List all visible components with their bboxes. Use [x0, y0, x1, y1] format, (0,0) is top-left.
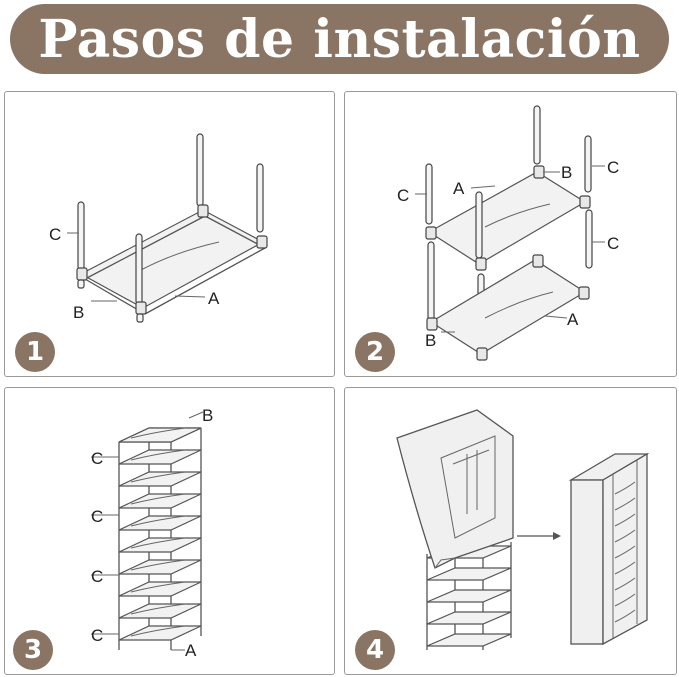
label-a: A [208, 289, 220, 308]
pole-top [533, 105, 541, 165]
label-c-right: C [607, 234, 619, 253]
joint [135, 301, 147, 315]
step-1-illustration: C B A [49, 133, 268, 323]
pole-front-left [77, 201, 85, 271]
shelf-tier [426, 589, 512, 603]
shelf-tier [118, 581, 202, 597]
pole-front-mid [135, 233, 143, 305]
shelf-tier [614, 481, 636, 495]
shelf-tier [118, 537, 202, 553]
label-c-3: C [91, 567, 103, 586]
shelf-tier [614, 593, 636, 607]
label-c: C [49, 225, 61, 244]
fabric-cover [396, 409, 514, 569]
shelf-tier [118, 559, 202, 575]
step-4-illustration [396, 409, 650, 650]
shelf-tier [118, 603, 202, 619]
label-a-lower: A [567, 310, 579, 329]
shelf-tier [614, 513, 636, 527]
joint-b [76, 267, 88, 281]
shelf-tier [426, 567, 512, 581]
page-title: Pasos de instalación [38, 8, 641, 70]
finished-wardrobe [568, 452, 650, 646]
title-banner: Pasos de instalación [10, 4, 669, 74]
label-a-upper: A [453, 179, 465, 198]
step-badge-2: 2 [355, 332, 395, 372]
joint [197, 204, 209, 218]
label-b-lower: B [425, 331, 436, 350]
arrow-icon [553, 532, 561, 540]
shelf-tier [118, 471, 202, 487]
label-b: B [202, 406, 213, 425]
shelf-tier [118, 625, 202, 641]
label-a: A [185, 641, 197, 660]
step-panel-2: C A B C C A B 2 [344, 91, 677, 377]
joint [256, 235, 268, 249]
shelf-tier [426, 633, 512, 647]
label-b: B [73, 303, 84, 322]
label-b-upper: B [561, 163, 572, 182]
pole-back-right [256, 163, 264, 233]
pole-c1 [584, 135, 592, 193]
label-c-4: C [91, 626, 103, 645]
step-badge-1: 1 [15, 332, 55, 372]
label-c-right-top: C [607, 158, 619, 177]
shelf-tier [614, 529, 636, 543]
pole-back-left [196, 133, 204, 207]
label-c-left: C [397, 186, 409, 205]
shelf-tier [614, 609, 636, 623]
step-3-illustration: C C C C B A [91, 406, 213, 660]
shelf-tier [118, 515, 202, 531]
step-panel-3: C C C C B A 3 [4, 387, 335, 675]
shelf-tier [614, 561, 636, 575]
shelf-tier [118, 427, 202, 443]
step-panel-4: 4 [344, 387, 677, 675]
shelf-tier [614, 497, 636, 511]
step-badge-3: 3 [13, 630, 53, 670]
pole-c2 [585, 209, 593, 269]
shelf-tier [614, 577, 636, 591]
shelf-tier [118, 449, 202, 465]
step-2-illustration: C A B C C A B [397, 105, 619, 361]
step-badge-4: 4 [355, 630, 395, 670]
shelf-tier [118, 493, 202, 509]
shelf-tier [614, 545, 636, 559]
label-c-2: C [91, 507, 103, 526]
step-panel-1: C B A 1 [4, 91, 335, 377]
shelf-tier [426, 611, 512, 625]
label-c-1: C [91, 449, 103, 468]
